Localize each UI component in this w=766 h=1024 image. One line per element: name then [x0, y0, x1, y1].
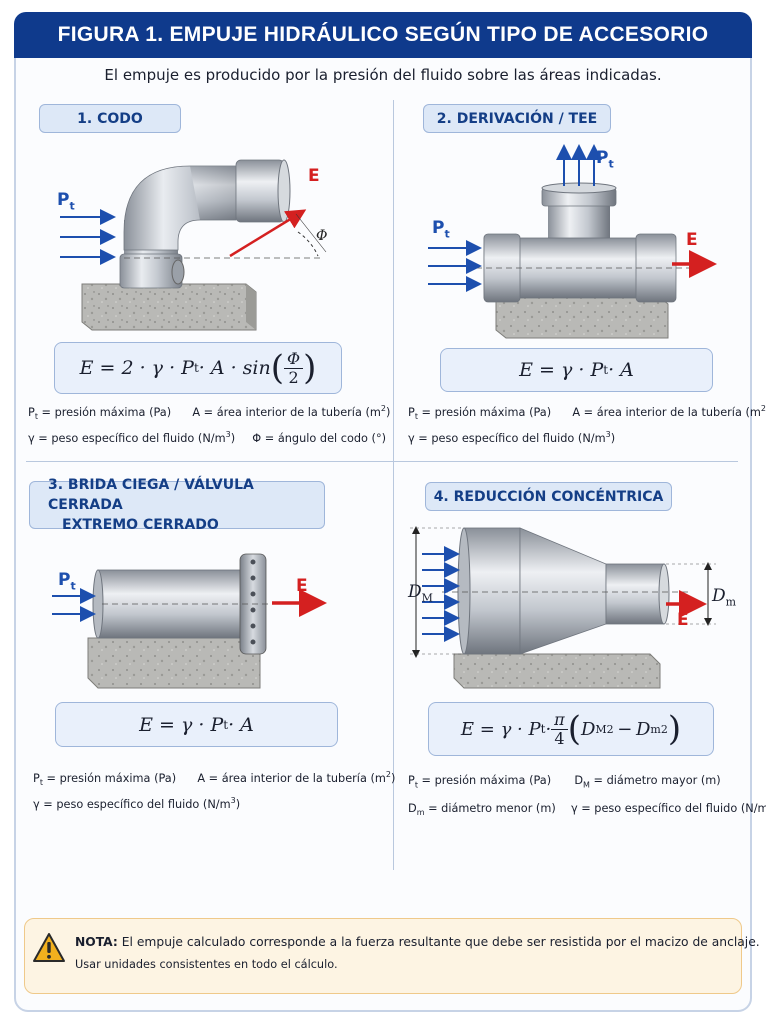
flange-pressure-label: Pt: [58, 570, 76, 593]
title-bar: FIGURA 1. EMPUJE HIDRÁULICO SEGÚN TIPO D…: [14, 12, 752, 58]
elbow-pressure-label: Pt: [57, 190, 75, 213]
panel-4-legend-row-2: Dm = diámetro menor (m) γ = peso específ…: [408, 801, 766, 818]
tee-force-label: E: [686, 230, 698, 250]
panel-3-legend-row-1: Pt = presión máxima (Pa) A = área interi…: [33, 770, 396, 788]
note-line-2: Usar unidades consistentes en todo el cá…: [75, 958, 338, 971]
formula-1-lhs: E = 2 · γ · P: [79, 357, 194, 379]
flange-force-label: E: [296, 576, 308, 596]
panel-3-label-line-2: EXTREMO CERRADO: [62, 517, 219, 533]
panel-1-legend-row-2: γ = peso específico del fluido (N/m3) Φ …: [28, 430, 387, 445]
tee-top-pressure-label: Pt: [596, 148, 614, 171]
elbow-angle-label: Φ: [316, 228, 328, 244]
panel-3-label-line-1: 3. BRIDA CIEGA / VÁLVULA CERRADA: [48, 477, 254, 513]
panel-4-legend-row-1: Pt = presión máxima (Pa) DM = diámetro m…: [408, 774, 721, 790]
panel-2-legend-row-1: Pt = presión máxima (Pa) A = área interi…: [408, 404, 766, 422]
panel-1-legend-row-1: Pt = presión máxima (Pa) A = área interi…: [28, 404, 391, 422]
formula-1-mid: · A · sin: [198, 357, 271, 379]
panel-1-label: 1. CODO: [39, 104, 181, 133]
reducer-minor-diameter-label: Dm: [712, 586, 737, 609]
note-box: NOTA: El empuje calculado corresponde a …: [24, 918, 760, 994]
subtitle: El empuje es producido por la presión de…: [104, 66, 662, 84]
panel-2-label: 2. DERIVACIÓN / TEE: [423, 104, 611, 133]
panel-2-legend-row-2: γ = peso específico del fluido (N/m3): [408, 430, 616, 445]
page-title: FIGURA 1. EMPUJE HIDRÁULICO SEGÚN TIPO D…: [57, 23, 709, 46]
vertical-divider: [393, 100, 394, 870]
elbow-force-label: E: [308, 166, 320, 186]
panel-4-label: 4. REDUCCIÓN CONCÉNTRICA: [425, 482, 672, 511]
warning-icon: [33, 933, 65, 962]
reducer-diagram: [410, 526, 716, 689]
tee-diagram: [428, 144, 717, 339]
reducer-major-diameter-label: DM: [408, 582, 433, 605]
panel-3-legend-row-2: γ = peso específico del fluido (N/m3): [33, 796, 241, 811]
reducer-force-label: E: [677, 610, 689, 630]
note-line-1: NOTA: El empuje calculado corresponde a …: [75, 935, 760, 949]
blind-flange-diagram: [52, 553, 327, 689]
horizontal-divider: [26, 461, 738, 462]
panel-3-label: 3. BRIDA CIEGA / VÁLVULA CERRADA EXTREMO…: [29, 477, 325, 533]
tee-pressure-label: Pt: [432, 218, 450, 241]
elbow-diagram: [60, 159, 327, 331]
formula-1-sub: t: [193, 361, 199, 375]
